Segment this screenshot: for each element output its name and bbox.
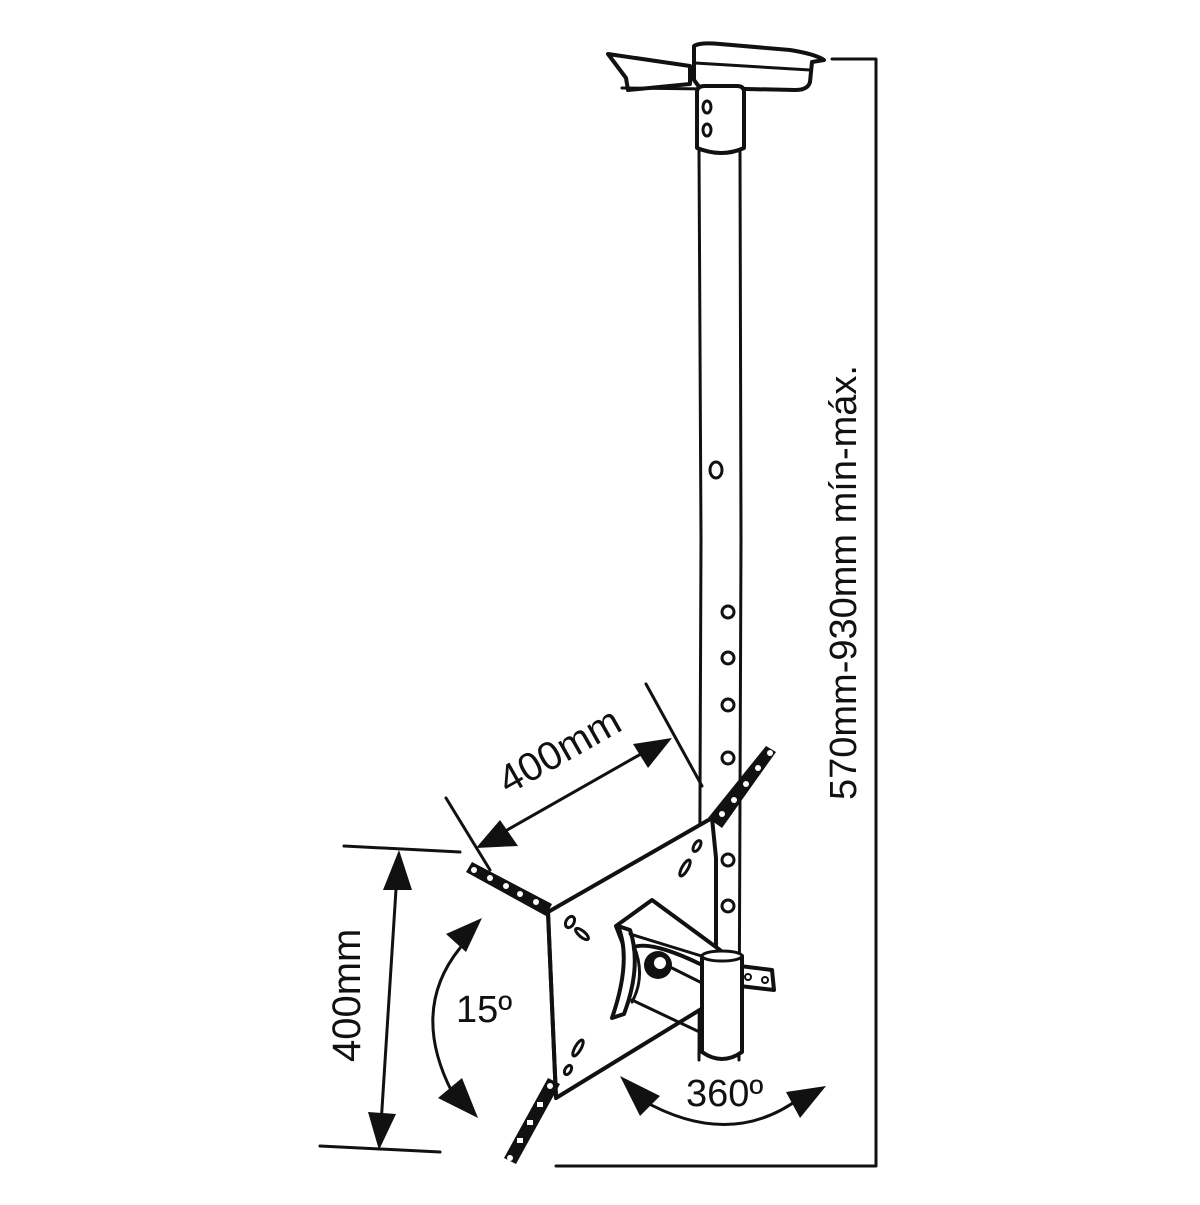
pole-hole: [708, 460, 724, 480]
tilt-label: 15º: [456, 989, 512, 1031]
ceiling-plate: [606, 41, 826, 92]
pole-sleeve: [700, 949, 744, 1061]
height-dimension-line: [554, 57, 878, 1168]
vesa-height-dimension: 400mm: [318, 844, 462, 1154]
height-range-label: 570mm-930mm mín-máx.: [823, 365, 865, 800]
width-label: 400mm: [491, 699, 629, 803]
mounting-arm-top-right: [708, 746, 776, 828]
rotation-arc: 360º: [620, 1073, 826, 1126]
rotation-label: 360º: [686, 1073, 763, 1115]
mounting-arm-top-left: [466, 862, 552, 916]
tilt-arc: 15º: [431, 918, 512, 1118]
width-dimension: 400mm: [444, 682, 704, 872]
vesa-height-label: 400mm: [325, 929, 369, 1062]
mounting-arm-right-tab: [738, 964, 776, 992]
mounting-arm-bottom-left: [504, 1078, 560, 1164]
pole-collar: [695, 84, 746, 155]
